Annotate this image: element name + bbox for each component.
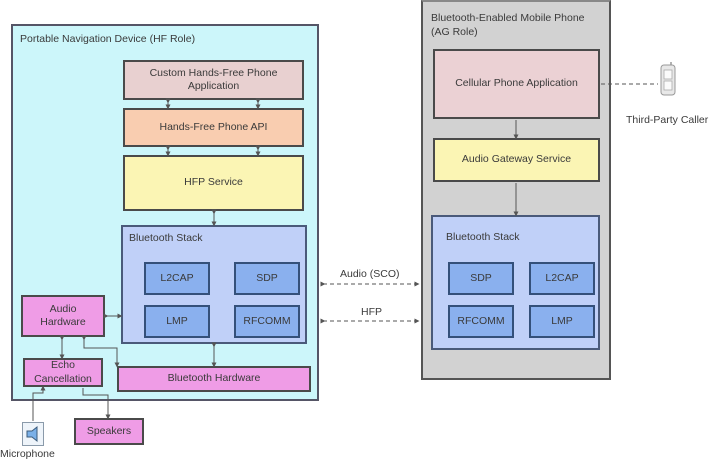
cellular-phone-app-label: Cellular Phone Application bbox=[455, 77, 578, 90]
speakers-box: Speakers bbox=[74, 418, 144, 445]
ag-l2cap-label: L2CAP bbox=[545, 271, 579, 284]
ag-sdp-label: SDP bbox=[470, 271, 492, 284]
ag-lmp-label: LMP bbox=[551, 314, 573, 327]
echo-cancellation-box: Echo Cancellation bbox=[23, 358, 103, 387]
cellular-phone-app-box: Cellular Phone Application bbox=[433, 49, 600, 119]
mobile-phone-icon bbox=[660, 62, 676, 96]
hfp-service-box: HFP Service bbox=[123, 155, 304, 211]
ag-stack-block-l2cap: L2CAP bbox=[529, 262, 595, 295]
hf-lmp-label: LMP bbox=[166, 314, 188, 327]
hf-sdp-label: SDP bbox=[256, 271, 278, 284]
ag-stack-block-sdp: SDP bbox=[448, 262, 514, 295]
hf-rfcomm-label: RFCOMM bbox=[243, 314, 291, 327]
hands-free-api-label: Hands-Free Phone API bbox=[159, 120, 268, 133]
microphone-label: Microphone bbox=[0, 448, 55, 460]
ag-device-title: Bluetooth-Enabled Mobile Phone (AG Role) bbox=[431, 12, 585, 38]
ag-stack-block-rfcomm: RFCOMM bbox=[448, 305, 514, 338]
hf-stack-block-l2cap: L2CAP bbox=[144, 262, 210, 295]
hfp-link-label: HFP bbox=[361, 306, 382, 318]
hf-l2cap-label: L2CAP bbox=[160, 271, 194, 284]
custom-hands-free-app-label: Custom Hands-Free Phone Application bbox=[149, 66, 278, 92]
hf-stack-title: Bluetooth Stack bbox=[129, 232, 203, 244]
hf-stack-block-rfcomm: RFCOMM bbox=[234, 305, 300, 338]
hands-free-api-box: Hands-Free Phone API bbox=[123, 108, 304, 147]
audio-hardware-label: Audio Hardware bbox=[40, 302, 86, 328]
hfp-service-label: HFP Service bbox=[184, 176, 243, 189]
echo-cancellation-label: Echo Cancellation bbox=[34, 359, 92, 385]
bluetooth-hardware-box: Bluetooth Hardware bbox=[117, 366, 311, 392]
custom-hands-free-app-box: Custom Hands-Free Phone Application bbox=[123, 60, 304, 100]
audio-gateway-service-box: Audio Gateway Service bbox=[433, 138, 600, 182]
hf-stack-block-sdp: SDP bbox=[234, 262, 300, 295]
bluetooth-hardware-label: Bluetooth Hardware bbox=[167, 372, 261, 385]
audio-gateway-service-label: Audio Gateway Service bbox=[461, 153, 572, 166]
audio-hardware-box: Audio Hardware bbox=[21, 295, 105, 337]
audio-sco-link-label: Audio (SCO) bbox=[340, 268, 400, 280]
hf-device-title: Portable Navigation Device (HF Role) bbox=[20, 33, 196, 45]
ag-stack-block-lmp: LMP bbox=[529, 305, 595, 338]
speakers-label: Speakers bbox=[86, 424, 132, 437]
hf-stack-block-lmp: LMP bbox=[144, 305, 210, 338]
third-party-caller-label: Third-Party Caller bbox=[626, 114, 709, 126]
ag-rfcomm-label: RFCOMM bbox=[457, 314, 505, 327]
microphone-icon bbox=[22, 422, 44, 446]
ag-stack-title: Bluetooth Stack bbox=[446, 231, 520, 243]
